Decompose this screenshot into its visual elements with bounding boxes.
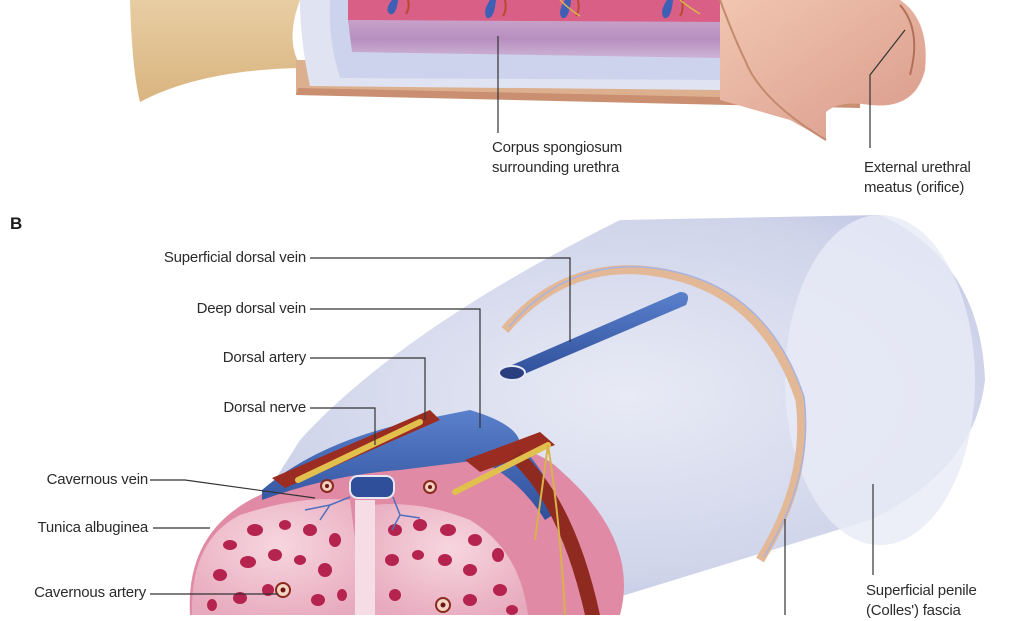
label-superficial-dorsal-vein: Superficial dorsal vein (163, 249, 306, 266)
leader-lines (150, 29, 906, 615)
panel-a-illustration (130, 0, 926, 141)
label-cavernous-artery: Cavernous artery (34, 584, 146, 601)
label-cavernous-vein: Cavernous vein (46, 471, 149, 488)
label-corpus-spongiosum: Corpus spongiosum surrounding urethra (492, 138, 622, 178)
label-line: External urethral (864, 159, 971, 176)
label-external-urethral-meatus: External urethral meatus (orifice) (864, 158, 971, 198)
label-tunica-albuginea: Tunica albuginea (37, 519, 149, 536)
label-deep-dorsal-vein: Deep dorsal vein (196, 300, 307, 317)
panel-b-illustration (189, 215, 985, 615)
label-line: Corpus spongiosum (492, 139, 623, 156)
label-line: surrounding urethra (492, 159, 620, 176)
cavernous-sinusoids (207, 519, 518, 615)
label-dorsal-nerve: Dorsal nerve (223, 399, 306, 416)
label-superficial-penile-fascia: Superficial penile (Colles') fascia (866, 581, 977, 621)
label-line: (Colles') fascia (866, 602, 961, 619)
label-line: Superficial penile (866, 582, 977, 599)
label-dorsal-artery: Dorsal artery (222, 349, 306, 366)
label-line: meatus (orifice) (864, 179, 965, 196)
panel-letter-b: B (10, 214, 23, 233)
